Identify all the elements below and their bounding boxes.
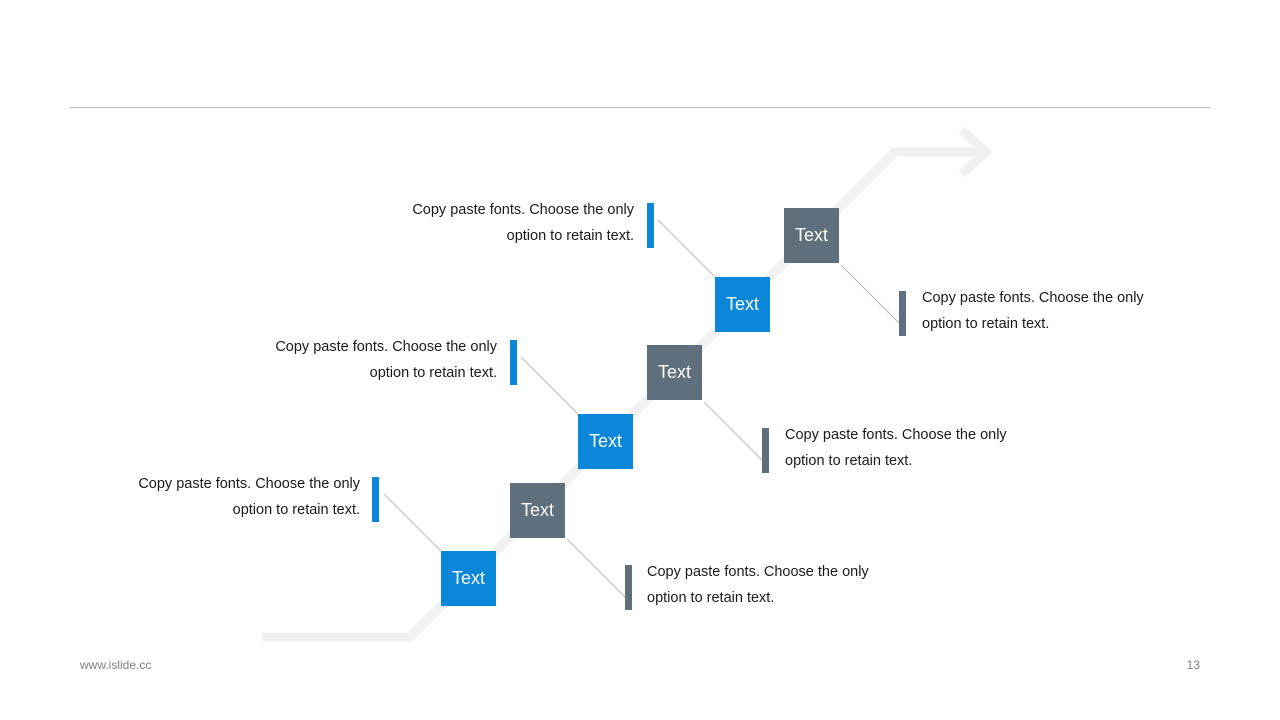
connector-line-3: [520, 356, 579, 415]
page-number: 13: [1186, 658, 1200, 672]
accent-bar-3: [510, 340, 517, 385]
connector-line-2: [566, 538, 627, 599]
callout-text-5: Copy paste fonts. Choose the only option…: [412, 202, 634, 244]
step-box-6: Text: [784, 208, 839, 263]
step-box-2: Text: [510, 483, 565, 538]
growth-arrow-head: [958, 126, 993, 178]
connector-line-5: [657, 219, 716, 278]
callout-text-1: Copy paste fonts. Choose the only option…: [138, 476, 360, 518]
connector-line-1: [383, 493, 442, 552]
growth-arrow-path: [262, 147, 982, 642]
accent-bar-2: [625, 565, 632, 610]
footer-url: www.islide.cc: [80, 658, 152, 672]
connector-line-6: [840, 264, 901, 325]
accent-bar-1: [372, 477, 379, 522]
step-box-4: Text: [647, 345, 702, 400]
step-box-1: Text: [441, 551, 496, 606]
accent-bar-6: [899, 291, 906, 336]
callout-text-4: Copy paste fonts. Choose the only option…: [785, 427, 1007, 469]
connector-line-4: [703, 401, 764, 462]
accent-bar-5: [647, 203, 654, 248]
callout-text-6: Copy paste fonts. Choose the only option…: [922, 290, 1144, 332]
callout-text-2: Copy paste fonts. Choose the only option…: [647, 564, 869, 606]
step-box-3: Text: [578, 414, 633, 469]
top-divider: [70, 107, 1210, 108]
accent-bar-4: [762, 428, 769, 473]
step-box-5: Text: [715, 277, 770, 332]
callout-text-3: Copy paste fonts. Choose the only option…: [275, 339, 497, 381]
